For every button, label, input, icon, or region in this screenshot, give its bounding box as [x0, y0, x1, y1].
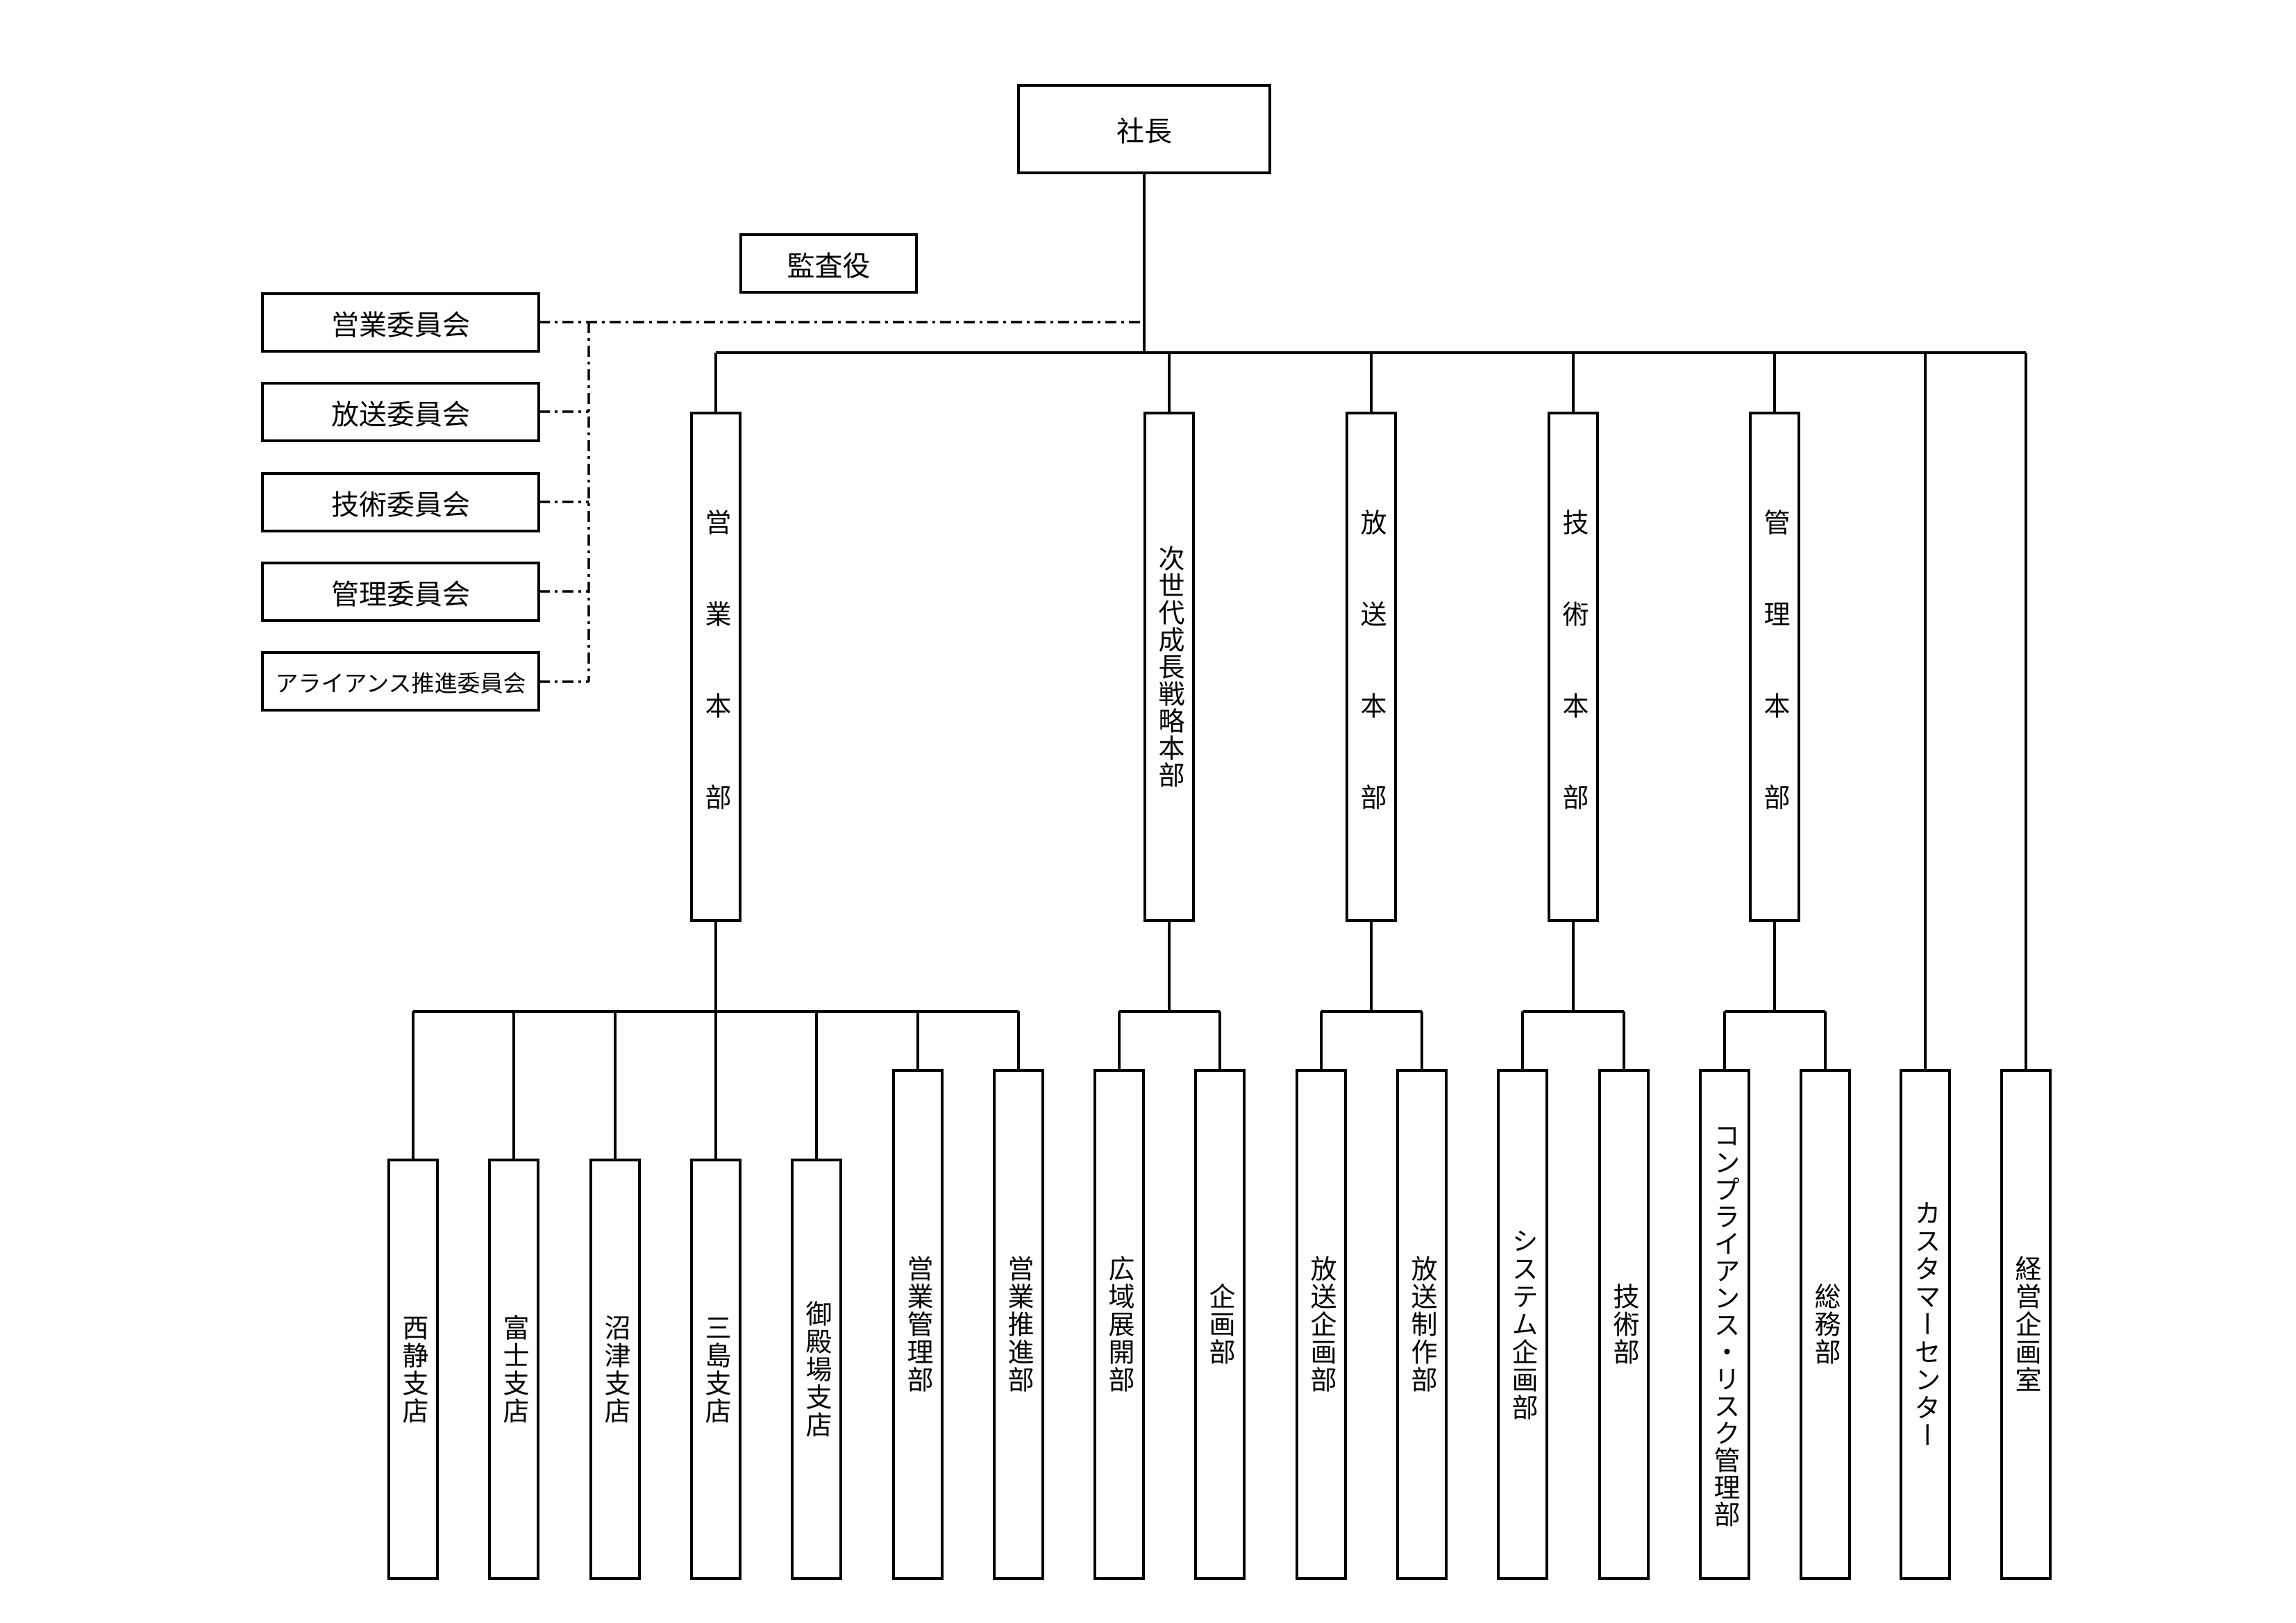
unit-mishima-branch: 三島支店 — [690, 1159, 741, 1580]
unit-customer-center: カスタマーセンター — [1900, 1069, 1951, 1580]
unit-regional-expansion: 広域展開部 — [1093, 1069, 1145, 1580]
unit-system-planning: システム企画部 — [1497, 1069, 1548, 1580]
unit-broadcast-production: 放送制作部 — [1396, 1069, 1448, 1580]
committee-management: 管理委員会 — [261, 562, 540, 622]
committee-alliance: アライアンス推進委員会 — [261, 651, 540, 712]
unit-gotemba-branch: 御殿場支店 — [791, 1159, 842, 1580]
committee-sales: 営業委員会 — [261, 292, 540, 353]
unit-planning: 企画部 — [1194, 1069, 1246, 1580]
unit-sales-promotion: 営業推進部 — [993, 1069, 1044, 1580]
president-label: 社長 — [1116, 116, 1172, 148]
unit-broadcast-planning: 放送企画部 — [1296, 1069, 1347, 1580]
committee-technology: 技術委員会 — [261, 472, 540, 532]
division-technology: 技術本部 — [1548, 412, 1599, 922]
unit-sales-management: 営業管理部 — [892, 1069, 944, 1580]
unit-compliance-risk: コンプライアンス・リスク管理部 — [1699, 1069, 1750, 1580]
committee-broadcast: 放送委員会 — [261, 382, 540, 442]
auditor-box: 監査役 — [739, 233, 918, 294]
division-broadcast: 放送本部 — [1346, 412, 1397, 922]
unit-numazu-branch: 沼津支店 — [589, 1159, 641, 1580]
division-next-gen-strategy: 次世代成長戦略本部 — [1143, 412, 1195, 922]
unit-engineering: 技術部 — [1598, 1069, 1650, 1580]
unit-management-planning: 経営企画室 — [2000, 1069, 2052, 1580]
division-sales: 営業本部 — [690, 412, 741, 922]
division-administration: 管理本部 — [1749, 412, 1800, 922]
president-box: 社長 — [1017, 84, 1271, 174]
auditor-label: 監査役 — [787, 250, 871, 283]
unit-general-affairs: 総務部 — [1800, 1069, 1851, 1580]
unit-seisei-branch: 西静支店 — [387, 1159, 439, 1580]
unit-fuji-branch: 富士支店 — [488, 1159, 539, 1580]
